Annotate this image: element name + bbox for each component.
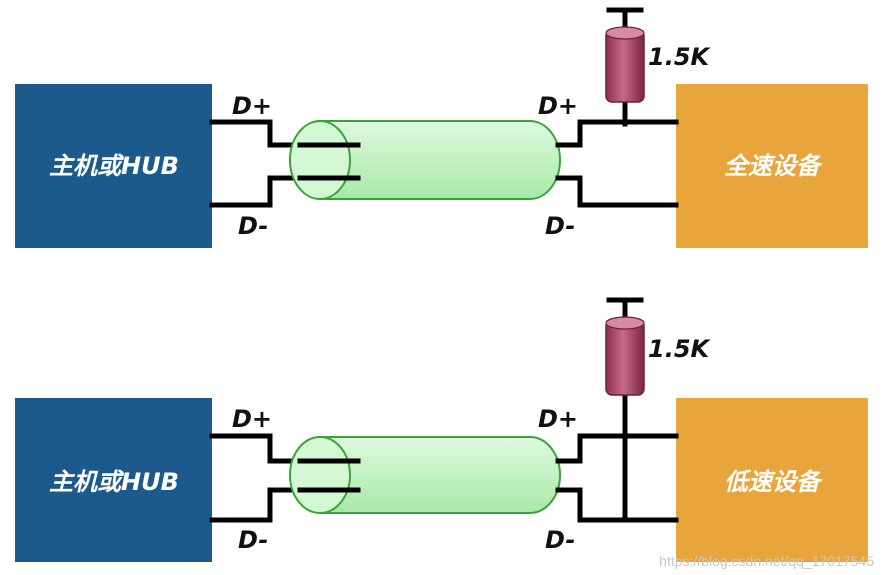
- device-dminus-label: D-: [545, 212, 575, 240]
- device-dminus-wire: [555, 175, 679, 208]
- watermark: https://blog.csdn.net/qq_17017545: [659, 553, 874, 569]
- host-dminus-label: D-: [238, 212, 268, 240]
- host-box: [15, 398, 212, 562]
- device-dplus-wire: [555, 433, 679, 464]
- resistor-label: 1.5K: [648, 335, 712, 363]
- device-label: 全速设备: [724, 152, 824, 180]
- device-box: [676, 84, 868, 248]
- device-dminus-label: D-: [545, 526, 575, 554]
- device-dplus-wire: [555, 119, 679, 148]
- device-label: 低速设备: [724, 468, 824, 496]
- host-box: [15, 84, 212, 248]
- diagram-low-speed: 主机或HUB 低速设备 1.5K D+ D- D+ D-: [15, 297, 868, 562]
- host-label: 主机或HUB: [49, 152, 179, 180]
- diagram-full-speed: 主机或HUB 全速设备 1.5K D+ D- D+ D-: [15, 7, 868, 248]
- cable: [319, 120, 561, 200]
- device-dplus-label: D+: [538, 92, 578, 120]
- cable-end: [289, 436, 351, 514]
- pullup-resistor: [605, 316, 645, 396]
- device-dminus-wire: [555, 487, 679, 523]
- host-dplus-label: D+: [232, 405, 272, 433]
- pullup-resistor: [605, 26, 645, 103]
- host-label: 主机或HUB: [49, 468, 179, 496]
- cable-end: [289, 120, 351, 200]
- cable: [319, 436, 561, 514]
- host-dminus-label: D-: [238, 526, 268, 554]
- device-dplus-label: D+: [538, 405, 578, 433]
- device-box: [676, 398, 868, 562]
- host-dplus-label: D+: [232, 92, 272, 120]
- resistor-label: 1.5K: [648, 43, 712, 71]
